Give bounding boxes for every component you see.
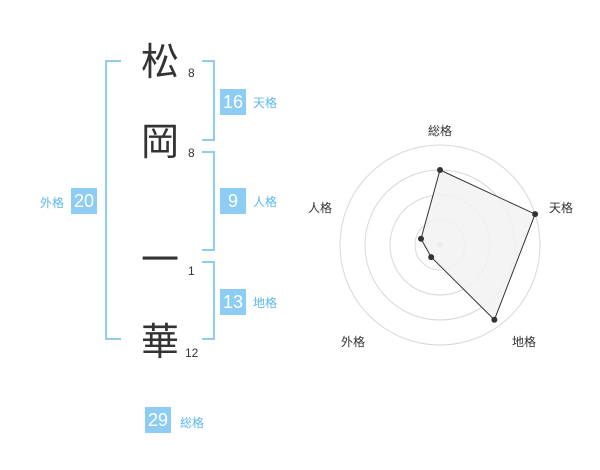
- name-char-4: 華: [140, 320, 179, 364]
- radar-label-tenkaku: 天格: [549, 201, 574, 215]
- radar-label-chikaku: 地格: [512, 335, 537, 349]
- radar-label-jinkaku: 人格: [308, 201, 333, 215]
- stroke-count-2: 8: [188, 146, 195, 160]
- gaikaku-value: 20: [71, 188, 97, 214]
- stroke-count-3: 1: [188, 264, 195, 278]
- chikaku-value: 13: [220, 289, 246, 315]
- stroke-count-4: 12: [185, 346, 199, 360]
- chikaku-bracket: [202, 261, 215, 340]
- radar-point-3: [491, 316, 498, 323]
- radar-data-polygon: [420, 169, 536, 321]
- name-char-1: 松: [140, 40, 179, 84]
- tenkaku-bracket: [202, 60, 215, 141]
- radar-label-soukaku: 総格: [428, 124, 453, 138]
- radar-label-gaikaku: 外格: [341, 335, 366, 349]
- jinkaku-bracket: [202, 151, 215, 251]
- jinkaku-value: 9: [220, 188, 246, 214]
- gaikaku-label: 外格: [40, 196, 65, 210]
- soukaku-value: 29: [145, 407, 171, 433]
- radar-ring: [339, 144, 541, 346]
- radar-point-5: [418, 235, 424, 242]
- radar-point-1: [437, 167, 443, 173]
- soukaku-label: 総格: [180, 416, 205, 430]
- tenkaku-value: 16: [220, 89, 246, 115]
- chikaku-label: 地格: [253, 296, 278, 310]
- radar-point-4: [428, 254, 435, 261]
- tenkaku-label: 天格: [253, 96, 278, 110]
- stroke-count-1: 8: [188, 66, 195, 80]
- name-char-3: 一: [140, 238, 179, 282]
- gaikaku-bracket: [105, 60, 121, 340]
- name-char-2: 岡: [140, 120, 179, 164]
- radar-point-2: [532, 211, 539, 218]
- fortune-radar-chart: [339, 144, 541, 346]
- jinkaku-label: 人格: [253, 195, 278, 209]
